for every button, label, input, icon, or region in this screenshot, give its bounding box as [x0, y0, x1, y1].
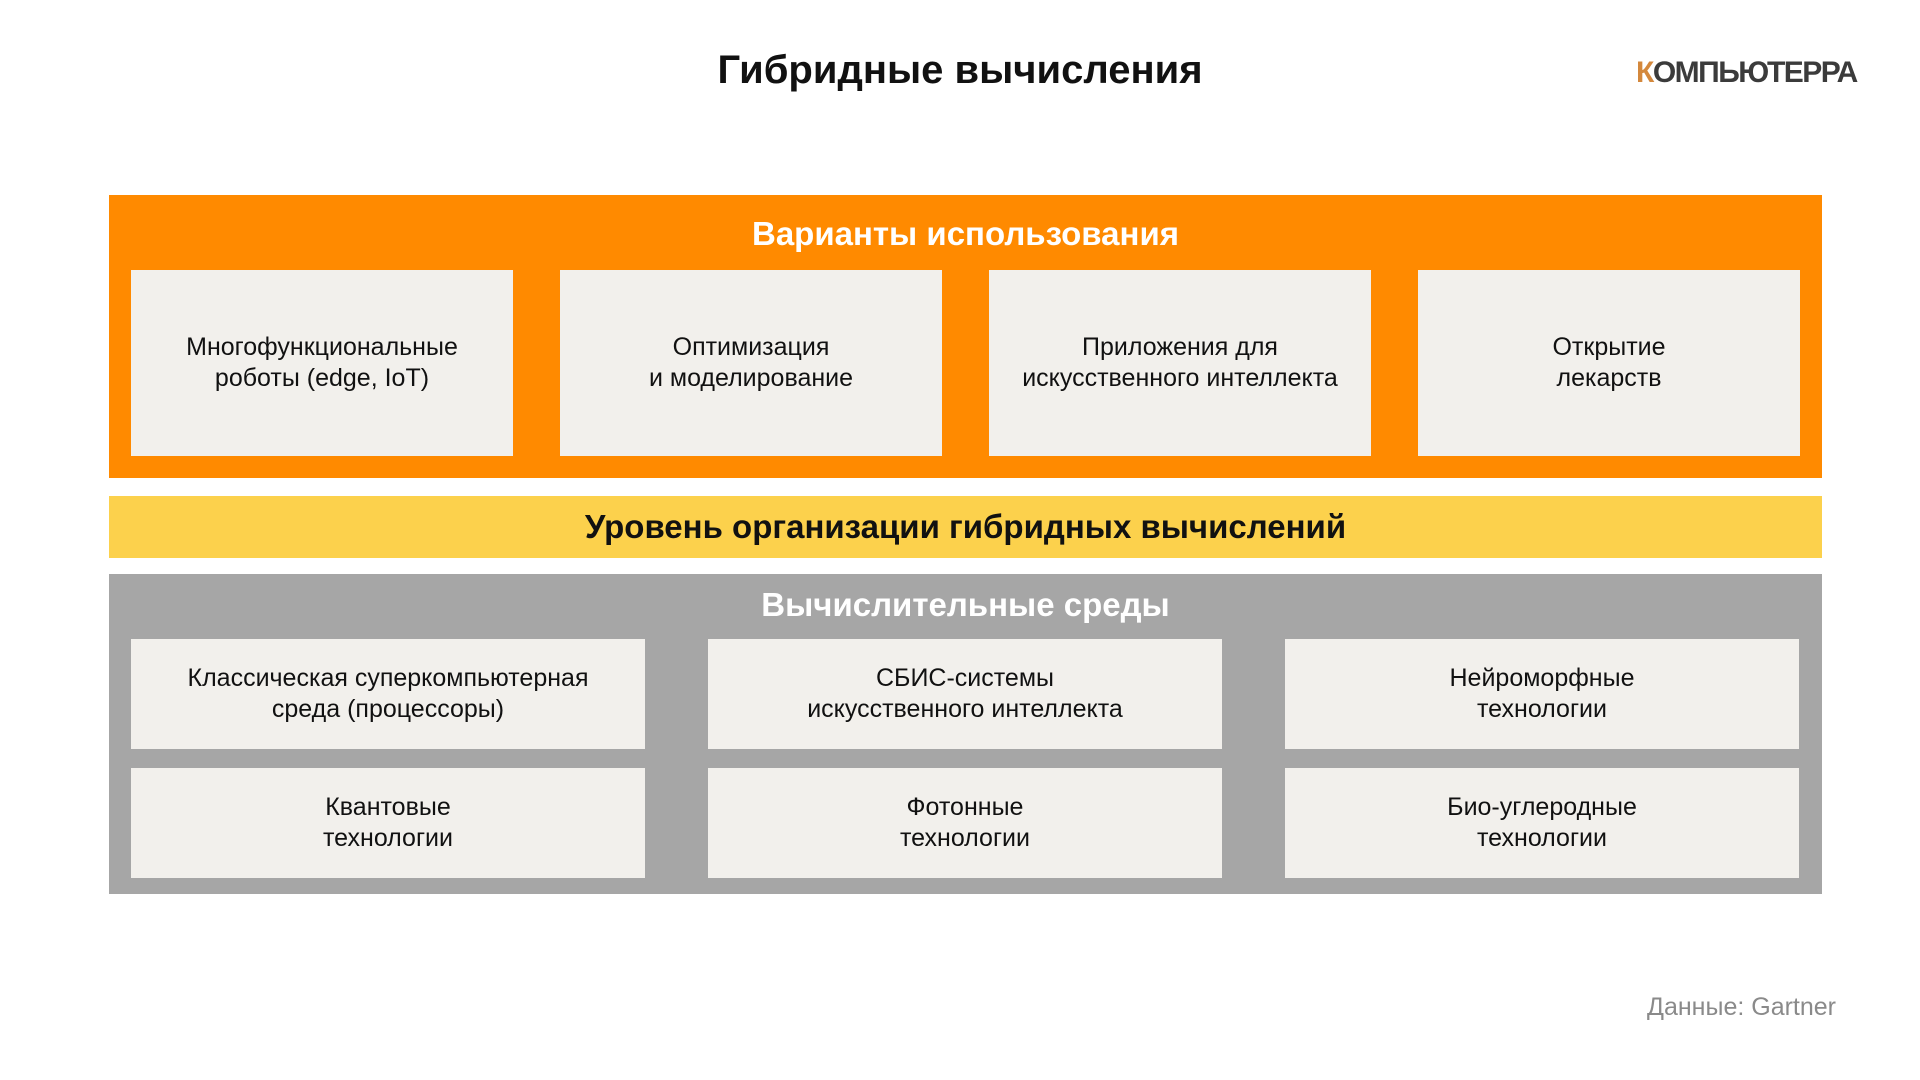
use-case-card: Оптимизация и моделирование [560, 270, 942, 456]
environment-card: СБИС-системы искусственного интеллекта [708, 639, 1222, 749]
compute-environments-block: Вычислительные среды Классическая суперк… [109, 574, 1822, 894]
logo-text: ОМПЬЮТЕРРА [1652, 56, 1859, 89]
orchestration-layer: Уровень организации гибридных вычислений [109, 496, 1822, 558]
environment-card: Нейроморфные технологии [1285, 639, 1799, 749]
environment-card: Био-углеродные технологии [1285, 768, 1799, 878]
environment-card: Квантовые технологии [131, 768, 645, 878]
logo: КОМПЬЮТЕРРА [1636, 56, 1858, 90]
environments-title: Вычислительные среды [761, 586, 1170, 623]
use-case-card: Многофункциональные роботы (edge, IoT) [131, 270, 513, 456]
logo-accent-letter: К [1636, 56, 1654, 89]
page-title: Гибридные вычисления [717, 48, 1203, 92]
use-cases-title: Варианты использования [751, 215, 1179, 252]
environment-card: Классическая суперкомпьютерная среда (пр… [131, 639, 645, 749]
environment-card: Фотонные технологии [708, 768, 1222, 878]
data-source-note: Данные: Gartner [1647, 993, 1836, 1021]
use-cases-block: Варианты использования Многофункциональн… [109, 195, 1822, 478]
use-case-card: Открытие лекарств [1418, 270, 1800, 456]
use-case-card: Приложения для искусственного интеллекта [989, 270, 1371, 456]
